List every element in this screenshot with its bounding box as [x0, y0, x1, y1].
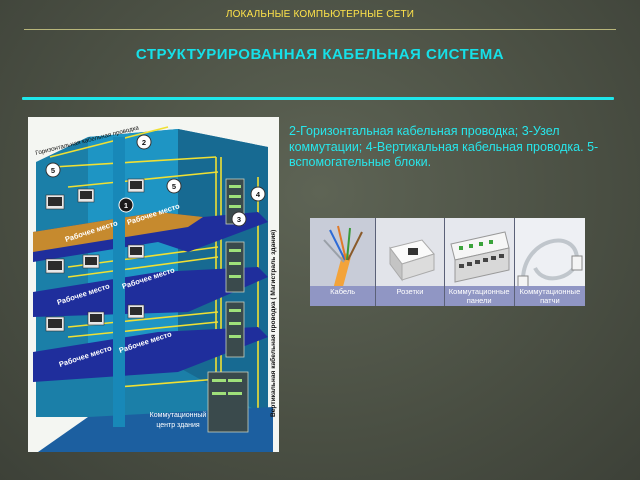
svg-text:5: 5 [172, 182, 176, 191]
vertical-cabling-label: Вертикальная кабельная проводка ( Магист… [269, 230, 277, 417]
header-divider [24, 29, 616, 30]
marker-5: 5 [45, 162, 61, 178]
component-caption: Коммутационные панели [444, 286, 514, 306]
patch-cord-photo: Коммутационные патчи [514, 218, 585, 306]
svg-text:5: 5 [51, 166, 55, 175]
building-cabling-diagram: Рабочее место Рабочее место Рабочее мест… [28, 117, 279, 452]
component-caption: Кабель [310, 286, 376, 306]
svg-text:3: 3 [237, 215, 241, 224]
slide-title: СТРУКТУРИРОВАННАЯ КАБЕЛЬНАЯ СИСТЕМА [135, 46, 505, 63]
patch-panel-photo: Коммутационные панели [444, 218, 515, 306]
socket-photo: Розетки [376, 218, 445, 306]
marker-3: 3 [231, 211, 247, 227]
marker-5: 5 [166, 178, 182, 194]
slide-description: 2-Горизонтальная кабельная проводка; 3-У… [289, 124, 599, 169]
component-caption: Розетки [376, 286, 444, 306]
component-caption: Коммутационные патчи [514, 286, 585, 306]
svg-text:2: 2 [142, 138, 146, 147]
title-underline [22, 97, 614, 100]
cabling-components-strip: Кабель Розетки Коммутационные панели [310, 218, 585, 306]
switching-center-label-line1: Коммутационный [150, 411, 207, 419]
svg-text:1: 1 [124, 201, 128, 210]
cable-photo: Кабель [310, 218, 377, 306]
marker-2: 2 [136, 134, 152, 150]
slide-subject-header: ЛОКАЛЬНЫЕ КОМПЬЮТЕРНЫЕ СЕТИ [225, 9, 415, 20]
svg-text:4: 4 [256, 190, 261, 199]
switching-center-label-line2: центр здания [156, 422, 200, 429]
marker-1: 1 [118, 197, 134, 213]
marker-4: 4 [250, 186, 266, 202]
